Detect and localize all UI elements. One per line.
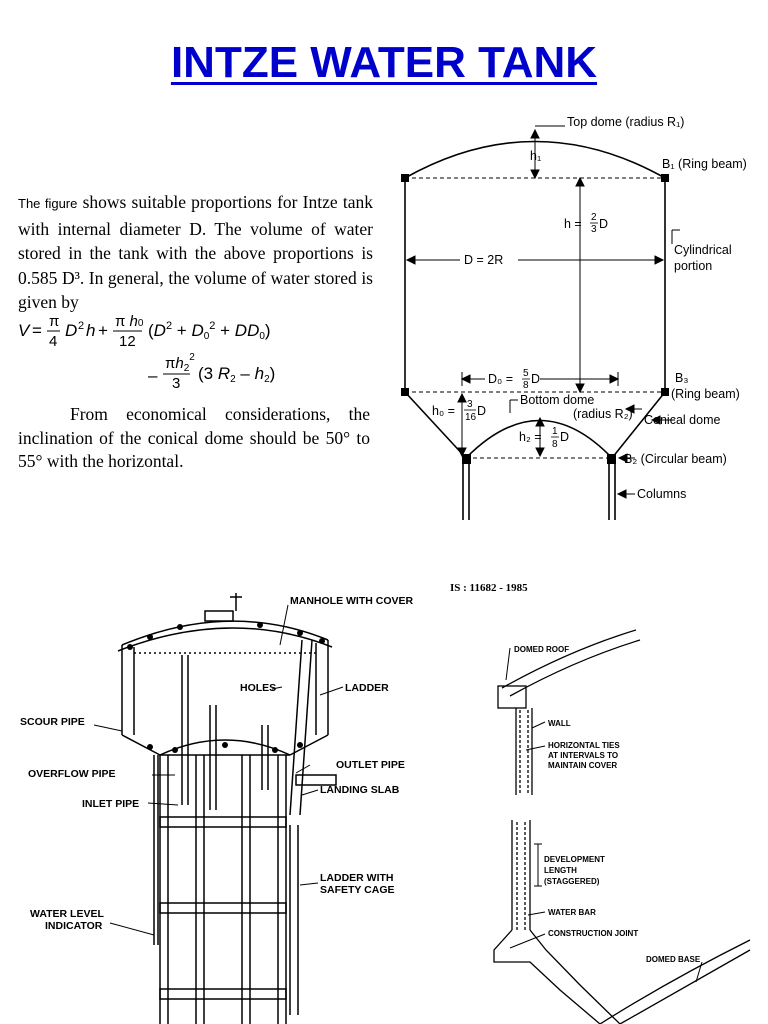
outlet-pipe-label: OUTLET PIPE [336,759,405,771]
manhole-label: MANHOLE WITH COVER [290,595,413,607]
intze-proportion-diagram: Top dome (radius R₁) h₁ B₁ (Ring beam) h… [401,115,747,520]
ladder-safety-label-1: LADDER WITH [320,872,394,884]
ladder-label: LADDER [345,682,389,694]
svg-text:1: 1 [552,426,558,437]
svg-text:D: D [477,404,486,418]
svg-text:h: h [86,321,95,340]
scour-pipe-label: SCOUR PIPE [20,716,85,728]
wall-label: WALL [548,719,571,728]
svg-text:4: 4 [49,333,57,350]
conical-dome-label: Conical dome [644,413,720,427]
dev-length-label-1: DEVELOPMENT [544,855,605,864]
columns-label: Columns [637,487,686,501]
svg-text:πh22: πh22 [165,352,195,374]
svg-text:=: = [32,321,42,340]
d0-label: D₀ = [488,372,513,386]
b3-label: B₃ [675,371,688,385]
cylindrical-label: Cylindrical [674,243,732,257]
water-level-label-1: WATER LEVEL [30,908,104,920]
svg-text:π: π [49,313,59,330]
construction-joint-label: CONSTRUCTION JOINT [548,929,638,938]
svg-text:–: – [148,366,158,385]
bottom-radius-label: (radius R₂) [573,407,633,421]
holes-label: HOLES [240,682,276,694]
ties-label-3: MAINTAIN COVER [548,761,617,770]
svg-text:3: 3 [591,224,597,235]
h-label: h = [564,217,582,231]
water-level-label-2: INDICATOR [45,920,103,932]
svg-text:V: V [18,321,31,340]
svg-text:5: 5 [523,368,529,379]
economy-paragraph: From economical considerations, the incl… [18,404,370,471]
h2-label: h₂ = [519,430,542,444]
h0-label: h₀ = [432,404,455,418]
standard-reference: IS : 11682 - 1985 [450,582,528,594]
svg-text:12: 12 [119,333,136,350]
water-bar-label: WATER BAR [548,908,596,917]
dev-length-label-2: LENGTH [544,866,577,875]
svg-text:D: D [531,372,540,386]
svg-text:(3 R2 – h2): (3 R2 – h2) [198,364,275,385]
volume-formula: V = π 4 D 2 h + π h0 12 (D2 + D02 + DD0)… [18,313,275,388]
h1-label: h₁ [530,149,541,163]
overflow-pipe-label: OVERFLOW PIPE [28,768,116,780]
svg-text:D: D [599,217,608,231]
svg-text:D: D [560,430,569,444]
ties-label-2: AT INTERVALS TO [548,751,618,760]
bottom-dome-label: Bottom dome [520,393,594,407]
inlet-pipe-label: INLET PIPE [82,798,139,810]
ladder-safety-label-2: SAFETY CAGE [320,884,394,896]
b3-ring-label: (Ring beam) [671,387,740,401]
svg-text:3: 3 [172,375,180,388]
svg-text:(D2 + D02 + DD0): (D2 + D02 + DD0) [148,320,271,342]
svg-text:D: D [65,321,77,340]
tank-accessories-diagram: MANHOLE WITH COVER HOLES LADDER SCOUR PI… [20,593,413,1024]
b2-label: B₂ (Circular beam) [624,452,727,466]
domed-roof-label: DOMED ROOF [514,645,569,654]
svg-text:16: 16 [465,412,477,423]
svg-text:8: 8 [552,439,558,450]
page-title: INTZE WATER TANK [170,38,598,87]
landing-slab-label: LANDING SLAB [320,784,400,796]
b1-label: B₁ (Ring beam) [662,157,747,171]
svg-text:2: 2 [591,212,597,223]
dev-length-label-3: (STAGGERED) [544,877,600,886]
portion-label: portion [674,259,712,273]
svg-text:+: + [98,321,108,340]
domed-base-label: DOMED BASE [646,955,701,964]
d-2r-label: D = 2R [464,253,503,267]
svg-text:π h0: π h0 [115,313,144,330]
svg-text:2: 2 [78,320,84,332]
ties-label-1: HORIZONTAL TIES [548,741,620,750]
wall-detail-diagram: DOMED ROOF WALL HORIZONTAL TIES AT INTER… [493,629,751,1024]
top-dome-label: Top dome (radius R₁) [567,115,684,129]
svg-text:3: 3 [467,399,473,410]
svg-text:8: 8 [523,380,529,391]
intro-paragraph: The figure shows suitable proportions fo… [18,192,373,312]
